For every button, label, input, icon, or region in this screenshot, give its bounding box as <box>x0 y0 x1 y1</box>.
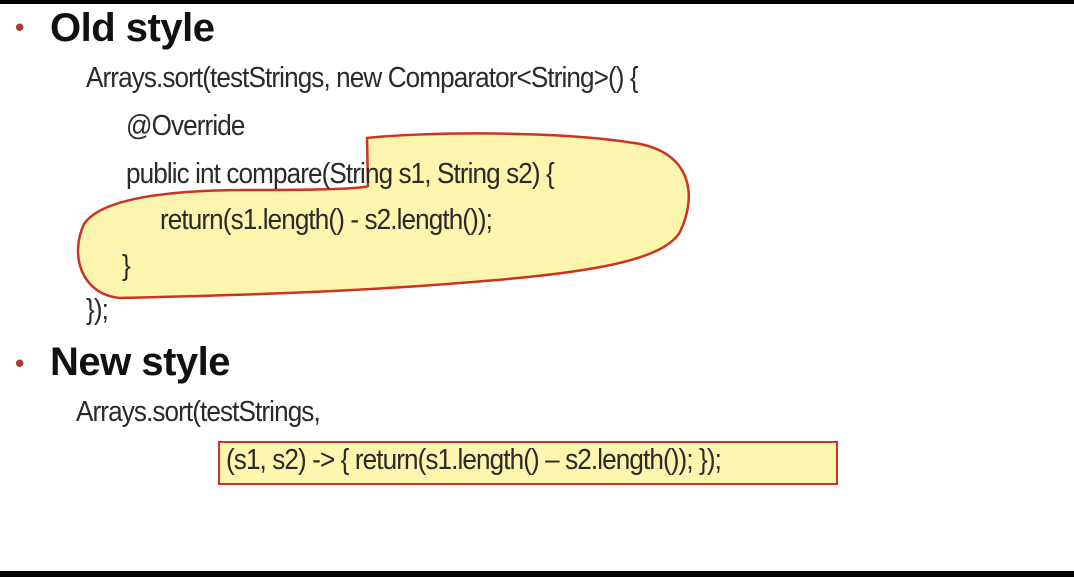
code-line-arrays-sort-old: Arrays.sort(testStrings, new Comparator<… <box>86 62 639 94</box>
bullet-old-style: • <box>12 14 28 44</box>
code-line-close-call: }); <box>86 294 109 326</box>
old-style-highlight <box>76 132 690 300</box>
slide: • Old style Arrays.sort(testStrings, new… <box>0 4 1074 571</box>
code-line-close-brace: } <box>122 250 131 282</box>
bullet-new-style: • <box>12 350 28 380</box>
code-line-lambda: (s1, s2) -> { return(s1.length() – s2.le… <box>226 444 722 476</box>
heading-old-style: Old style <box>50 6 215 50</box>
new-style-highlight <box>218 441 838 485</box>
heading-new-style: New style <box>50 340 231 384</box>
code-line-override: @Override <box>126 110 245 142</box>
code-line-arrays-sort-new: Arrays.sort(testStrings, <box>76 396 321 428</box>
code-line-compare-signature: public int compare(String s1, String s2)… <box>126 158 555 190</box>
code-line-return-old: return(s1.length() - s2.length()); <box>160 204 493 236</box>
